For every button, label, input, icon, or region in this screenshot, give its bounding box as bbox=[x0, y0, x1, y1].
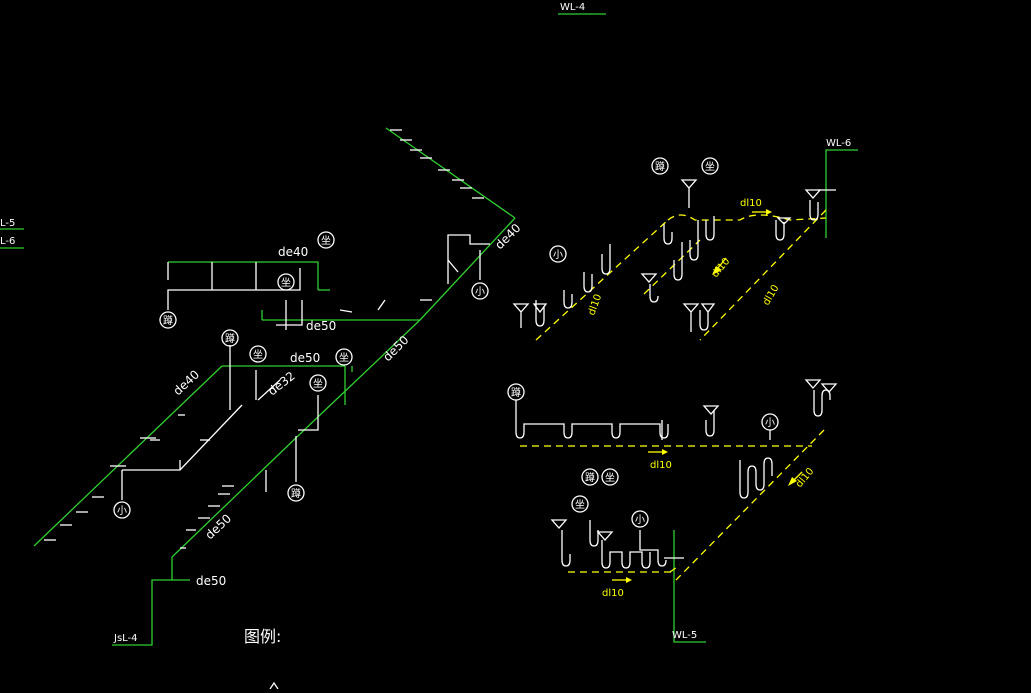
legend-title: 图例: bbox=[244, 627, 281, 646]
fixture-toilet: 坐 bbox=[601, 468, 619, 486]
svg-text:坐: 坐 bbox=[339, 352, 349, 364]
pipe-label: dl10 bbox=[650, 460, 672, 471]
legend: 图例: bbox=[244, 627, 281, 690]
fixture-urinal: 小 bbox=[471, 282, 489, 300]
svg-text:WL-4: WL-4 bbox=[560, 2, 585, 13]
svg-text:L-5: L-5 bbox=[0, 218, 15, 229]
svg-text:小: 小 bbox=[553, 249, 563, 261]
pipe-label: dl10 bbox=[586, 293, 604, 317]
riser-label: JsL-4 bbox=[113, 633, 138, 644]
fixture-urinal: 小 bbox=[761, 413, 779, 431]
drain-flow-arrows bbox=[612, 209, 803, 583]
svg-text:蹲: 蹲 bbox=[585, 471, 595, 484]
supply-fixtures: 坐 蹲 坐 坐 蹲 坐 小 坐 小 蹲 小 蹲 bbox=[113, 157, 669, 519]
svg-text:坐: 坐 bbox=[321, 235, 331, 247]
fixture-squat: 蹲 bbox=[287, 484, 305, 502]
svg-text:坐: 坐 bbox=[705, 161, 715, 173]
pipe-label: de50 bbox=[290, 351, 320, 365]
svg-text:坐: 坐 bbox=[605, 472, 615, 484]
drain-fixtures: 坐 蹲 小 蹲 坐 坐 小 bbox=[507, 157, 779, 528]
fixture-toilet: 坐 bbox=[277, 273, 295, 291]
svg-text:坐: 坐 bbox=[313, 378, 323, 390]
drain-stack-wl5: WL-5 bbox=[664, 530, 706, 643]
svg-text:小: 小 bbox=[635, 514, 645, 526]
svg-text:蹲: 蹲 bbox=[225, 332, 235, 345]
fixture-toilet: 坐 bbox=[249, 345, 267, 363]
svg-text:L-6: L-6 bbox=[0, 236, 15, 247]
pipe-label: de32 bbox=[265, 369, 297, 399]
svg-text:坐: 坐 bbox=[253, 349, 263, 361]
pipe-label: de40 bbox=[170, 367, 202, 398]
pipe-label: dl10 bbox=[794, 466, 816, 490]
supply-pipe-network bbox=[33, 127, 516, 646]
pipe-label: dl10 bbox=[710, 256, 732, 280]
fixture-urinal: 小 bbox=[113, 501, 131, 519]
fixture-urinal: 小 bbox=[631, 510, 649, 528]
fixture-toilet: 坐 bbox=[701, 157, 719, 175]
svg-text:小: 小 bbox=[765, 417, 775, 429]
svg-text:蹲: 蹲 bbox=[291, 487, 301, 500]
wl4-top-label: WL-4 bbox=[558, 2, 606, 15]
fixture-squat: 蹲 bbox=[159, 311, 177, 329]
svg-text:蹲: 蹲 bbox=[163, 314, 173, 327]
pipe-label: dl10 bbox=[602, 588, 624, 599]
svg-text:WL-5: WL-5 bbox=[672, 630, 697, 641]
svg-text:坐: 坐 bbox=[281, 277, 291, 289]
pipe-label: dl10 bbox=[761, 283, 781, 307]
pipe-label: de40 bbox=[278, 245, 308, 259]
svg-text:WL-6: WL-6 bbox=[826, 138, 851, 149]
fixture-toilet: 坐 bbox=[317, 231, 335, 249]
svg-text:蹲: 蹲 bbox=[655, 160, 665, 173]
fixture-toilet: 坐 bbox=[309, 374, 327, 392]
pipe-label: de50 bbox=[196, 574, 226, 588]
fixture-squat: 蹲 bbox=[651, 157, 669, 175]
svg-text:蹲: 蹲 bbox=[511, 386, 521, 399]
pipe-label: de40 bbox=[492, 221, 523, 252]
supply-fixture-branches bbox=[44, 129, 490, 549]
svg-text:小: 小 bbox=[117, 505, 127, 517]
left-edge-labels: L-5 L-6 bbox=[0, 218, 24, 249]
drain-pipe-labels: dl10 dl10 dl10 dl10 dl10 dl10 dl10 dl10 bbox=[586, 198, 816, 599]
drain-funnels bbox=[512, 179, 838, 541]
pipe-label: de50 bbox=[380, 333, 411, 364]
drain-stack-wl6: WL-6 bbox=[818, 138, 858, 238]
pipe-label: de50 bbox=[202, 511, 234, 542]
drain-pipe-network bbox=[520, 209, 827, 581]
fixture-squat: 蹲 bbox=[221, 329, 239, 347]
fixture-squat: 蹲 bbox=[581, 468, 599, 486]
fixture-squat: 蹲 bbox=[507, 383, 525, 401]
svg-text:小: 小 bbox=[475, 286, 485, 298]
pipe-label: dl10 bbox=[740, 198, 762, 209]
fixture-urinal: 小 bbox=[549, 245, 567, 263]
fixture-toilet: 坐 bbox=[335, 348, 353, 366]
pipe-label: de50 bbox=[306, 319, 336, 333]
fixture-toilet: 坐 bbox=[571, 495, 589, 513]
svg-text:坐: 坐 bbox=[575, 499, 585, 511]
